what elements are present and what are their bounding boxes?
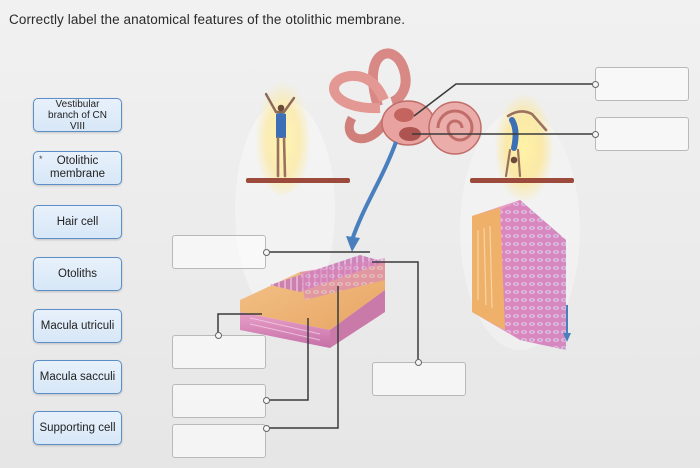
gymnast-standing-icon [264, 92, 296, 178]
inner-ear-illustration [329, 48, 482, 155]
connector-dot [592, 81, 599, 88]
label-text: Otoliths [58, 267, 97, 280]
drop-target-lower-left-1[interactable] [172, 335, 266, 369]
label-text: Macula sacculi [39, 370, 116, 383]
instruction-text: Correctly label the anatomical features … [9, 12, 406, 27]
connector-dot [415, 359, 422, 366]
label-text: Supporting cell [39, 421, 116, 434]
connector-dot [263, 425, 270, 432]
light-glow-right [494, 93, 554, 203]
label-text: Hair cell [56, 215, 99, 228]
label-text: Macula utriculi [40, 319, 115, 332]
label-otoliths[interactable]: Otoliths [33, 257, 122, 291]
selected-marker: * [39, 154, 43, 164]
drop-target-lower-left-2[interactable] [172, 384, 266, 418]
label-hair-cell[interactable]: Hair cell [33, 205, 122, 239]
connector-dot [592, 131, 599, 138]
label-macula-utriculi[interactable]: Macula utriculi [33, 309, 122, 343]
drop-target-center[interactable] [372, 362, 466, 396]
zoom-arrow [350, 141, 398, 241]
label-supporting-cell[interactable]: Supporting cell [33, 411, 122, 445]
macula-sacculi-tissue-block [472, 200, 566, 350]
label-vestibular-branch[interactable]: Vestibular branch of CN VIII [33, 98, 122, 132]
drop-target-mid-left[interactable] [172, 235, 266, 269]
label-macula-sacculi[interactable]: Macula sacculi [33, 360, 122, 394]
drop-target-top-right-1[interactable] [595, 67, 689, 101]
drop-target-lower-left-3[interactable] [172, 424, 266, 458]
connector-dot [215, 332, 222, 339]
label-otolithic-membrane[interactable]: * Otolithic membrane [33, 151, 122, 185]
label-text: Vestibular branch of CN VIII [48, 98, 107, 132]
floor-bar-left [246, 178, 350, 183]
drop-target-top-right-2[interactable] [595, 117, 689, 151]
connector-dot [263, 397, 270, 404]
label-text: Otolithic membrane [50, 155, 105, 180]
floor-bar-right [470, 178, 574, 183]
connector-dot [263, 249, 270, 256]
